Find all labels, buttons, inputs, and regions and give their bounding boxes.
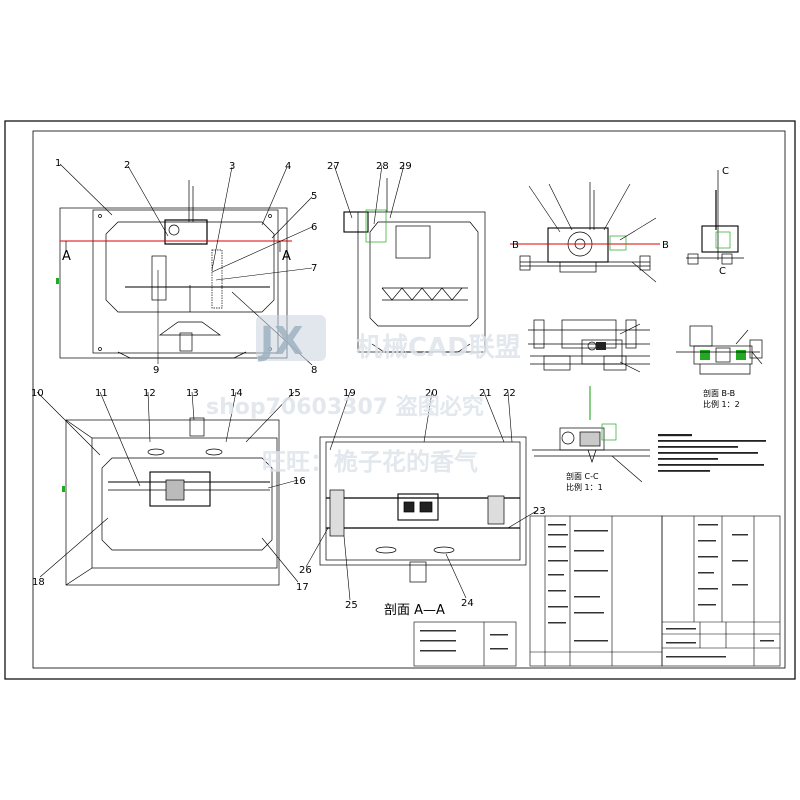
part-label-2: 2	[124, 160, 130, 171]
section-bb-scale: 比例 1：2	[703, 399, 740, 409]
top-view	[62, 417, 280, 586]
leader-lines	[36, 163, 763, 601]
outer-frame	[4, 120, 796, 680]
watermark-logo: JX	[257, 319, 303, 363]
part-label-9: 9	[153, 365, 159, 376]
vertical-mini-view	[686, 170, 744, 265]
parts-list-table	[413, 515, 781, 667]
section-bb-title: 剖面 B-B	[703, 388, 735, 398]
part-label-4: 4	[285, 161, 291, 172]
side-view	[343, 178, 486, 353]
part-number-labels: 1 2 3 4 5 6 7 8 9 10 11 12 13 14 15 16 1…	[31, 158, 546, 611]
part-label-14: 14	[230, 388, 243, 399]
part-label-6: 6	[311, 222, 317, 233]
part-label-20: 20	[425, 388, 438, 399]
section-aa-view	[319, 436, 527, 583]
watermark-line2: shop70603307 盗图必究	[206, 394, 484, 420]
section-titles: 剖面 A—A 剖面 B-B 比例 1：2 剖面 C-C 比例 1：1	[384, 388, 740, 618]
part-label-3: 3	[229, 161, 235, 172]
part-label-19: 19	[343, 388, 356, 399]
section-mark-b-left: B	[512, 240, 519, 251]
part-label-24: 24	[461, 598, 474, 609]
section-markers: A A B B C C	[62, 166, 729, 277]
part-label-25: 25	[345, 600, 358, 611]
technical-notes	[658, 434, 766, 472]
part-label-17: 17	[296, 582, 309, 593]
part-label-22: 22	[503, 388, 516, 399]
part-label-29: 29	[399, 161, 412, 172]
section-cc-title: 剖面 C-C	[566, 471, 599, 481]
section-mark-c-top: C	[722, 166, 729, 177]
part-label-23: 23	[533, 506, 546, 517]
part-label-8: 8	[311, 365, 317, 376]
part-label-13: 13	[186, 388, 199, 399]
carriage-top-view	[528, 319, 650, 371]
part-label-12: 12	[143, 388, 156, 399]
section-cc-view	[532, 386, 650, 464]
section-mark-a-right: A	[282, 249, 291, 264]
title-block-text-marks	[420, 524, 774, 658]
part-label-16: 16	[293, 476, 306, 487]
extruder-detail-view	[510, 182, 660, 273]
section-bb-view	[676, 325, 763, 375]
part-label-26: 26	[299, 565, 312, 576]
part-label-11: 11	[95, 388, 108, 399]
part-label-27: 27	[327, 161, 340, 172]
part-label-28: 28	[376, 161, 389, 172]
part-label-7: 7	[311, 263, 317, 274]
part-label-10: 10	[31, 388, 44, 399]
watermark-line1: 机械CAD联盟	[356, 333, 521, 363]
section-cc-scale: 比例 1：1	[566, 482, 603, 492]
section-mark-c-bottom: C	[719, 266, 726, 277]
shop-watermark: JX 机械CAD联盟 shop70603307 盗图必究 旺旺：桅子花的香气	[206, 315, 521, 476]
watermark-logo-box	[256, 315, 326, 361]
part-label-18: 18	[32, 577, 45, 588]
part-label-15: 15	[288, 388, 301, 399]
part-label-1: 1	[55, 158, 61, 169]
front-view	[56, 180, 292, 359]
part-label-5: 5	[311, 191, 317, 202]
watermark-line3: 旺旺：桅子花的香气	[262, 448, 478, 476]
section-mark-a-left: A	[62, 249, 71, 264]
part-label-21: 21	[479, 388, 492, 399]
section-mark-b-right: B	[662, 240, 669, 251]
section-aa-title: 剖面 A—A	[384, 603, 445, 618]
inner-frame	[32, 130, 786, 669]
